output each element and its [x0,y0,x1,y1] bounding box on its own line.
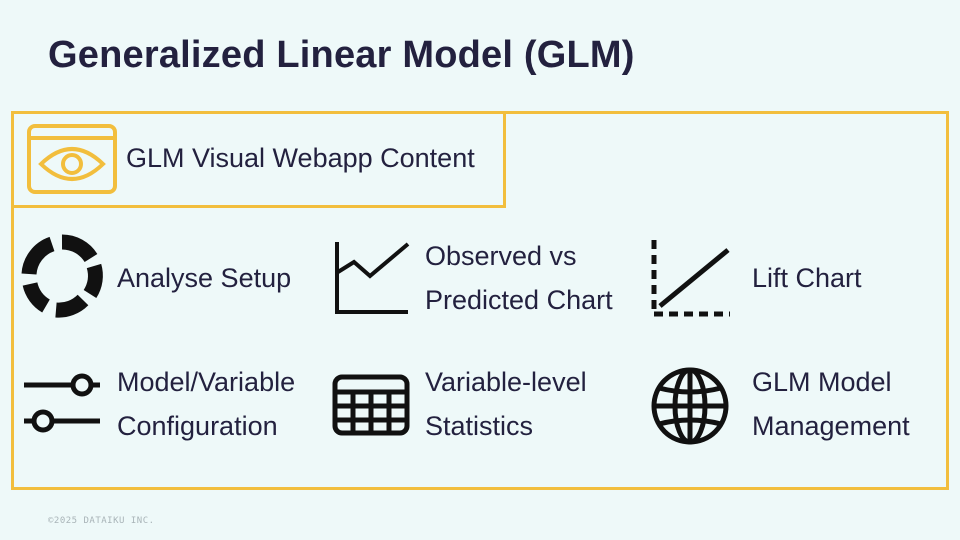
item-label-glm-line1: GLM Model [752,367,892,397]
copyright-footer: ©2025 DATAIKU INC. [48,516,155,526]
donut-segments-icon [20,234,104,323]
page-title: Generalized Linear Model (GLM) [48,34,635,76]
header-label: GLM Visual Webapp Content [126,143,475,173]
item-label-model-line1: Model/Variable [117,367,296,397]
item-label-observed-line2: Predicted Chart [425,285,613,315]
table-icon [332,374,410,441]
item-label-stats-line2: Statistics [425,411,534,441]
item-label-analyse-setup: Analyse Setup [117,263,292,293]
item-label-lift-chart: Lift Chart [752,263,862,293]
item-label-observed-line1: Observed vs [425,241,577,271]
eye-browser-icon [27,124,117,199]
globe-icon [650,366,730,451]
item-label-model-line2: Configuration [117,411,278,441]
item-label-glm-line2: Management [752,411,910,441]
item-label-stats-line1: Variable-level [425,367,587,397]
lift-chart-icon [650,238,732,325]
sliders-icon [22,372,104,439]
header-frame [11,111,506,208]
line-chart-icon [334,240,410,321]
